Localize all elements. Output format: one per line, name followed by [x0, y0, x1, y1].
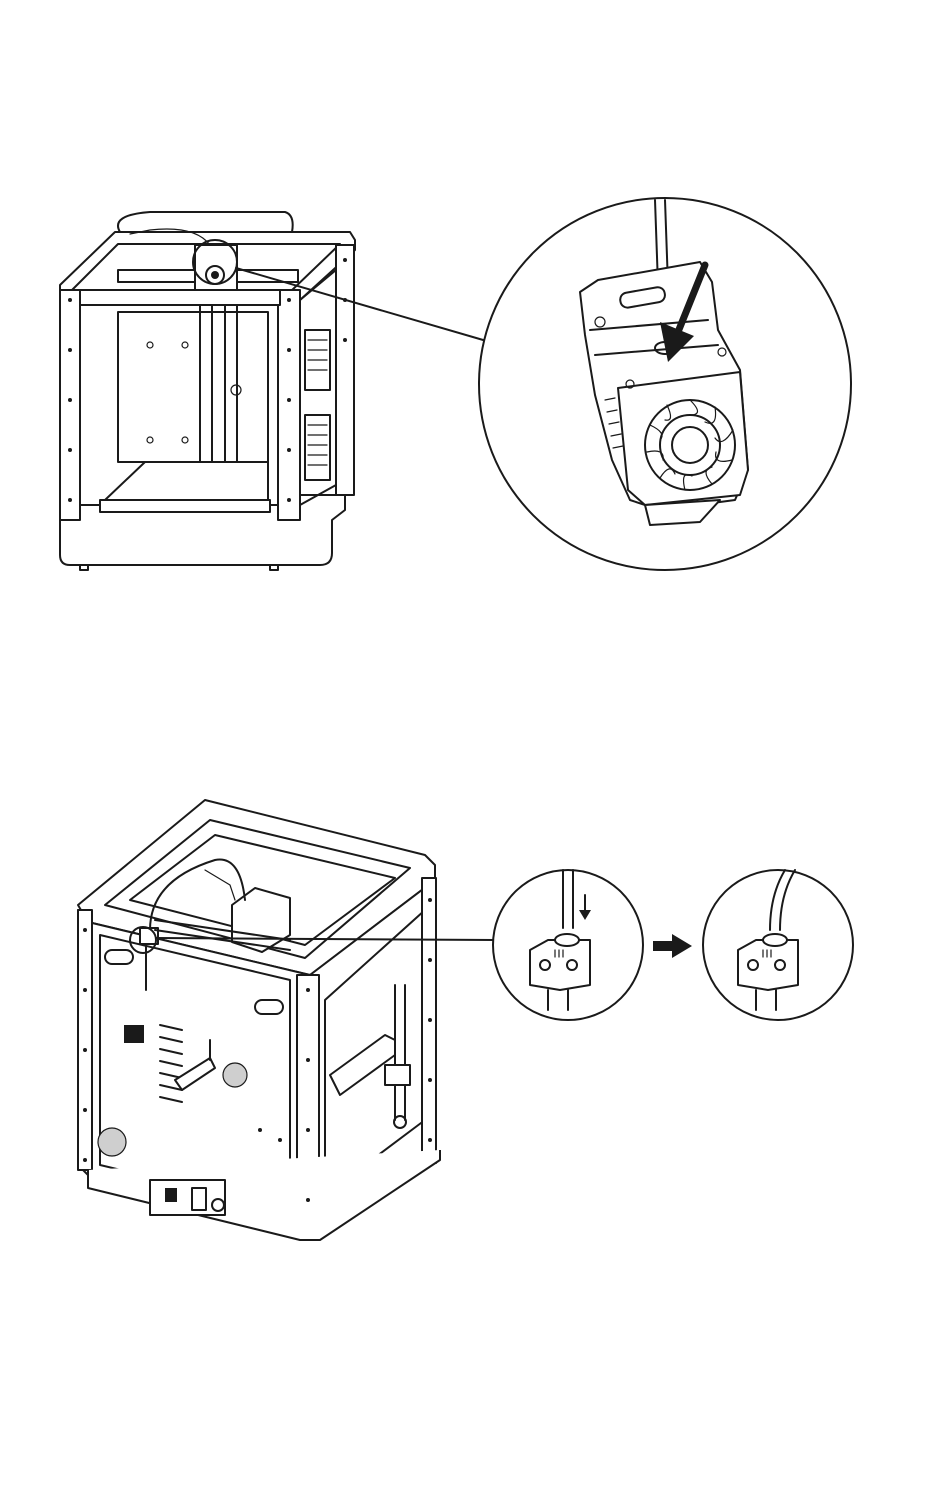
toolhead-insert-detail: [479, 198, 851, 570]
right-arrow-icon: [653, 934, 692, 958]
connector-before-insert: [493, 870, 643, 1020]
rear-view-printer: [78, 800, 440, 1240]
connector-after-insert: [703, 870, 853, 1020]
front-view-printer: [60, 212, 355, 570]
